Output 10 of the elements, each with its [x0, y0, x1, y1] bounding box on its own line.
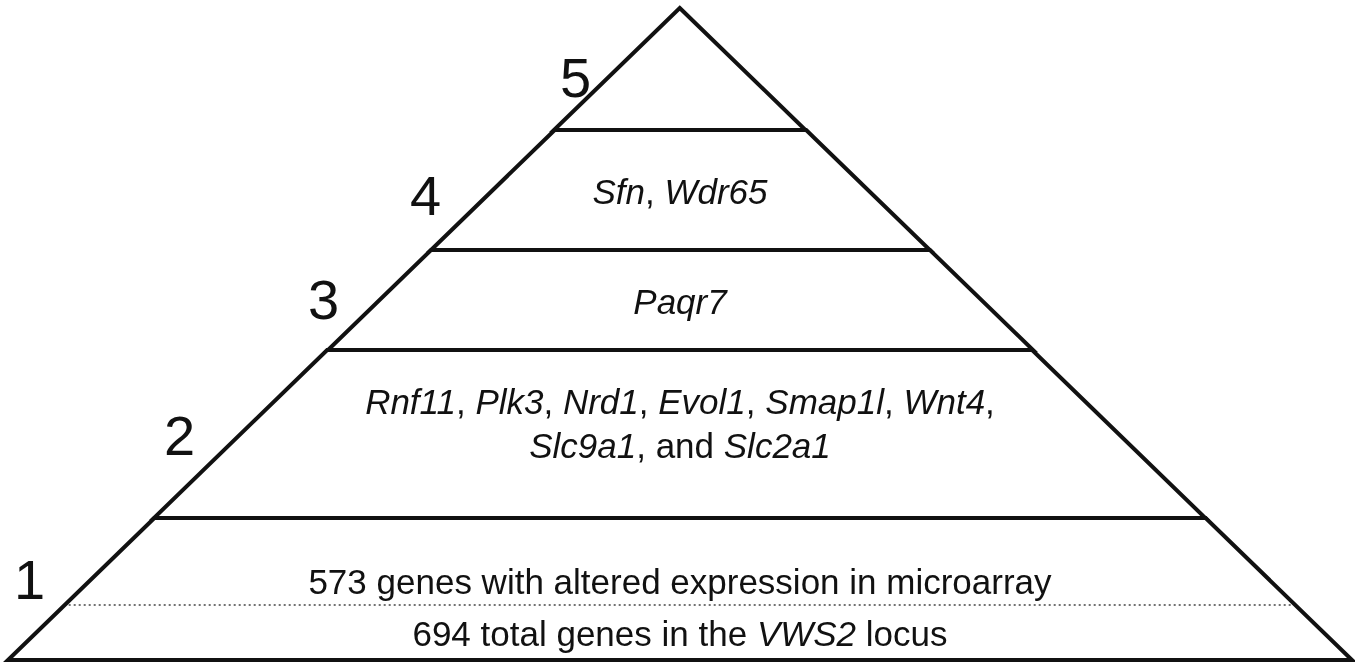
gene-list: 573 genes with altered expression in microarray: [103, 560, 1256, 604]
level-number: 3: [308, 272, 340, 328]
gene-list: Sfn, Wdr65: [481, 170, 879, 214]
level-number: 4: [410, 168, 442, 224]
level-number: 2: [164, 408, 196, 464]
gene-list: Rnf11, Plk3, Nrd1, Evol1, Smap1l, Wnt4, Slc9a1, and Slc2a1: [310, 380, 1050, 468]
level-number: 1: [14, 552, 46, 608]
gene-list: Paqr7: [378, 280, 982, 324]
level-number: 5: [560, 50, 592, 106]
gene-list: 694 total genes in the VWS2 locus: [50, 612, 1310, 656]
